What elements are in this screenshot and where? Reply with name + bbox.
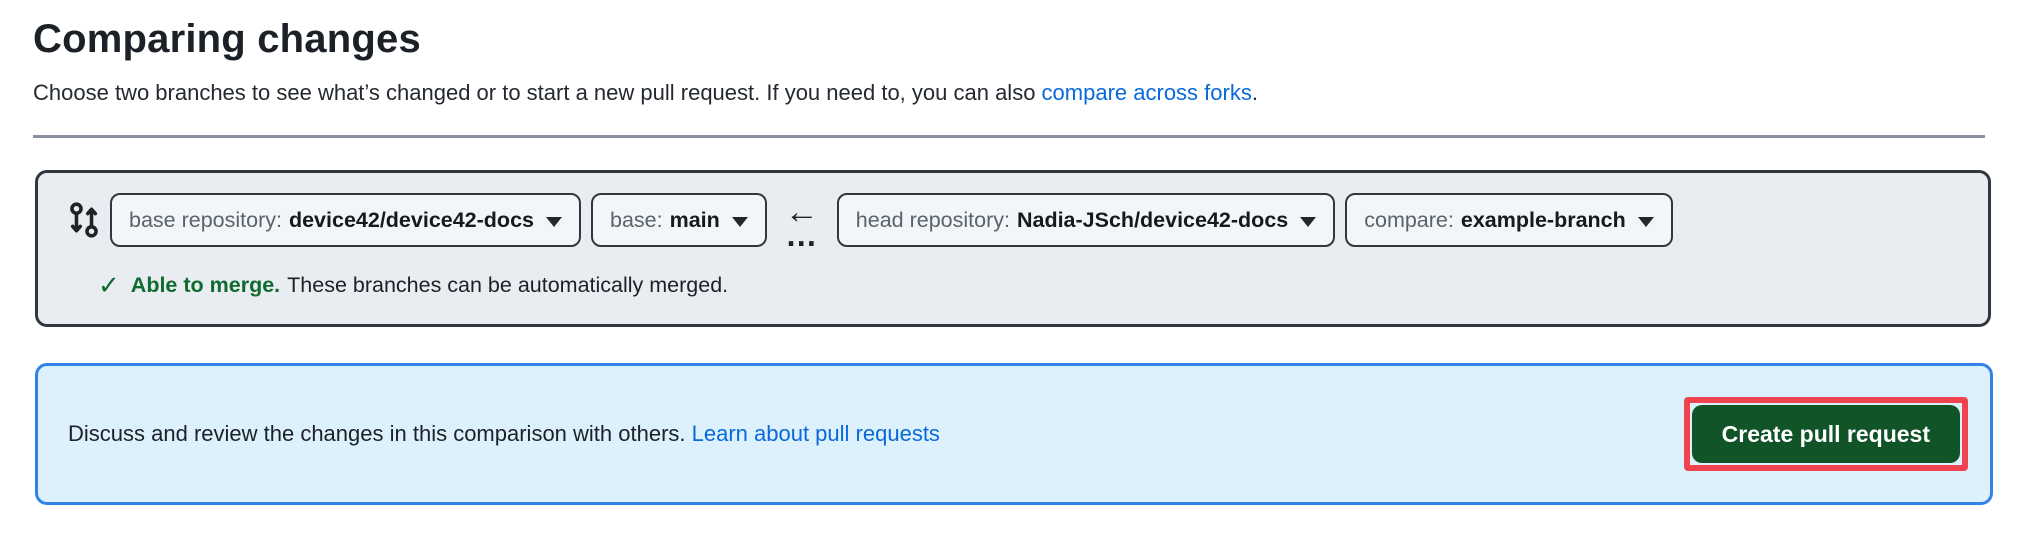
ellipsis-icon: … [785, 217, 819, 253]
subtitle-period: . [1251, 80, 1258, 105]
compare-direction-indicator: ← … [784, 193, 819, 253]
compare-branch-label: compare: [1364, 207, 1454, 232]
learn-about-pull-requests-link[interactable]: Learn about pull requests [691, 421, 940, 446]
base-branch-dropdown[interactable]: base: main [590, 193, 767, 247]
merge-status-headline: Able to merge. [130, 273, 281, 297]
page-subtitle: Choose two branches to see what’s change… [33, 78, 1985, 108]
head-repository-value: Nadia-JSch/device42-docs [1016, 207, 1289, 232]
merge-status-row: ✓ Able to merge. These branches can be a… [98, 271, 1958, 299]
left-arrow-icon: ← [784, 193, 819, 231]
branch-selector-row: base repository: device42/device42-docs … [68, 193, 1958, 253]
base-branch-value: main [669, 207, 720, 232]
caret-down-icon [545, 216, 562, 227]
compare-branch-dropdown[interactable]: compare: example-branch [1345, 193, 1673, 247]
create-pull-request-button[interactable]: Create pull request [1691, 405, 1960, 463]
pull-request-banner: Discuss and review the changes in this c… [35, 363, 1993, 505]
base-repository-label: base repository: [129, 207, 282, 232]
branch-compare-bar: base repository: device42/device42-docs … [35, 170, 1991, 327]
head-repository-dropdown[interactable]: head repository: Nadia-JSch/device42-doc… [836, 193, 1336, 247]
banner-message: Discuss and review the changes in this c… [68, 419, 940, 449]
page-title: Comparing changes [33, 17, 421, 61]
caret-down-icon [1300, 216, 1317, 227]
head-repository-label: head repository: [855, 207, 1010, 232]
compare-branch-value: example-branch [1460, 207, 1626, 232]
caret-down-icon [731, 216, 748, 227]
base-repository-value: device42/device42-docs [288, 207, 534, 232]
subtitle-text: Choose two branches to see what’s change… [33, 80, 1042, 105]
base-branch-label: base: [609, 207, 663, 232]
banner-message-text: Discuss and review the changes in this c… [68, 421, 686, 446]
caret-down-icon [1637, 216, 1654, 227]
header-divider [33, 135, 1985, 138]
git-compare-icon [68, 200, 100, 240]
merge-status-detail: These branches can be automatically merg… [287, 273, 729, 297]
compare-across-forks-link[interactable]: compare across forks [1041, 80, 1252, 105]
base-repository-dropdown[interactable]: base repository: device42/device42-docs [110, 193, 581, 247]
red-highlight-annotation: Create pull request [1683, 397, 1968, 471]
check-icon: ✓ [98, 270, 120, 300]
